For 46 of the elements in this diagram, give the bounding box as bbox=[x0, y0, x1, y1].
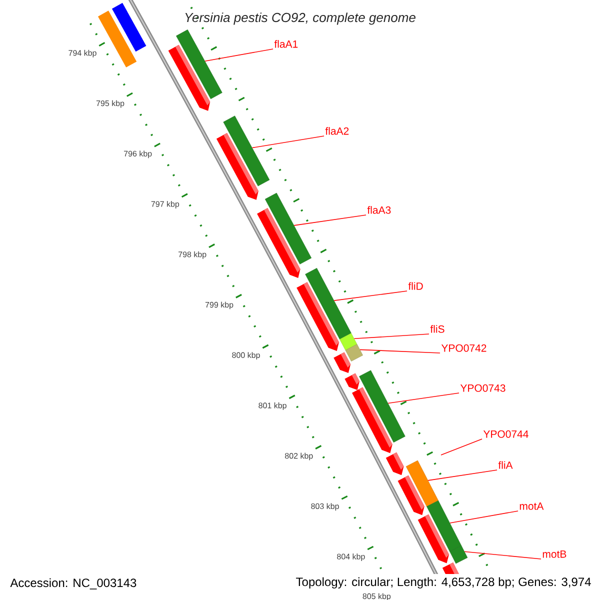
scale-label: 795 kbp bbox=[96, 100, 124, 108]
gene-bar bbox=[406, 460, 438, 507]
footer-text: Accession: NC_003143 bbox=[10, 578, 136, 590]
gene-label: flaA2 bbox=[325, 127, 349, 135]
scale-label: 798 kbp bbox=[178, 251, 206, 259]
gene-label: YPO0744 bbox=[483, 430, 528, 438]
gene-bar bbox=[305, 268, 352, 340]
scale-label: 804 kbp bbox=[337, 554, 365, 561]
leader-line bbox=[204, 48, 274, 62]
title-text: Yersinia pestis CO92, complete genome bbox=[185, 12, 416, 25]
leader-line bbox=[450, 510, 518, 524]
leader-line bbox=[440, 438, 482, 456]
leader-line bbox=[294, 214, 366, 226]
scale-label: 803 kbp bbox=[311, 503, 339, 511]
gene-bar bbox=[359, 370, 406, 442]
leader-line bbox=[334, 290, 408, 301]
leader-line bbox=[360, 349, 440, 354]
scale-label: 796 kbp bbox=[124, 150, 152, 158]
gene-label: fliS bbox=[430, 325, 444, 333]
scale-label: 802 kbp bbox=[285, 452, 313, 460]
scale-label: 794 kbp bbox=[68, 50, 96, 58]
scale-label: 801 kbp bbox=[258, 402, 286, 410]
scale-label: 799 kbp bbox=[205, 302, 234, 310]
gene-bar bbox=[345, 344, 363, 362]
gene-label: motB bbox=[542, 550, 566, 558]
scale-label: 800 kbp bbox=[232, 352, 260, 360]
leader-line bbox=[464, 551, 542, 560]
gene-label: motA bbox=[520, 502, 544, 510]
gene-label: flaA3 bbox=[367, 206, 391, 214]
leader-line bbox=[428, 470, 498, 481]
gene-label: flaA1 bbox=[274, 40, 298, 48]
leader-line bbox=[388, 392, 460, 404]
leader-line bbox=[252, 136, 324, 148]
leader-line bbox=[354, 334, 430, 340]
scale-label: 797 kbp bbox=[151, 201, 180, 208]
gene-bar bbox=[223, 116, 270, 186]
gene-label: YPO0742 bbox=[441, 344, 486, 352]
gene-label: fliA bbox=[498, 461, 513, 469]
footer-text: Topology: circular; Length: 4,653,728 bp; Genes: 3,974 bbox=[296, 577, 591, 588]
gene-bar bbox=[176, 30, 222, 100]
gene-label: YPO0743 bbox=[460, 384, 506, 392]
gene-bar bbox=[340, 333, 358, 350]
gene-label: fliD bbox=[408, 282, 423, 290]
gene-bar bbox=[264, 192, 312, 264]
gene-bar bbox=[426, 500, 462, 552]
gene-bar bbox=[450, 546, 468, 564]
